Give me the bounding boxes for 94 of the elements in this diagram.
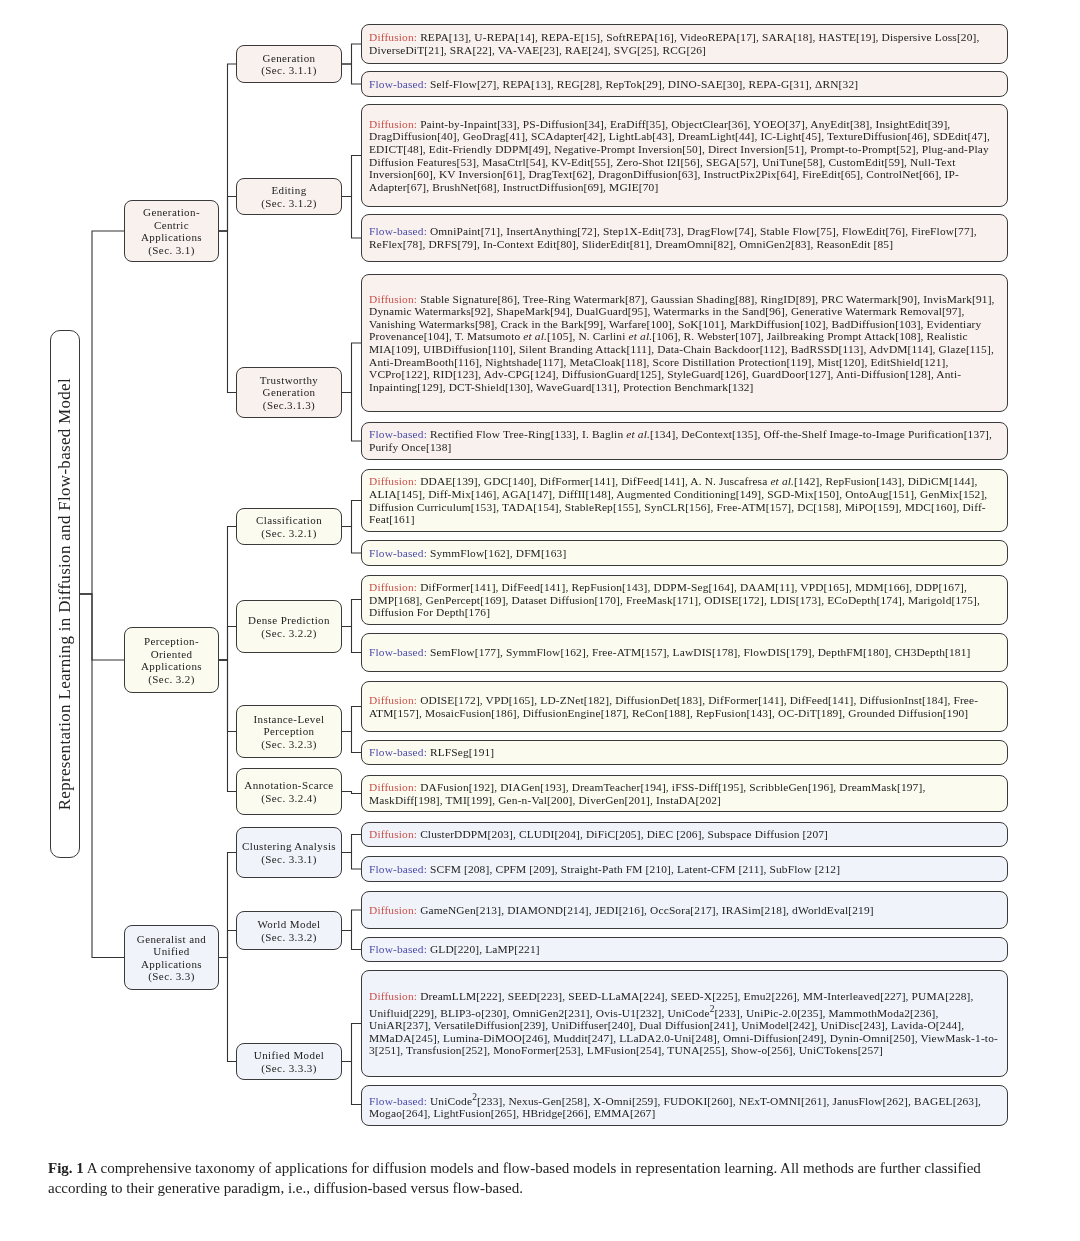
tree-connector — [341, 1060, 362, 1106]
method-list: Diffusion: REPA[13], U-REPA[14], REPA-E[15], SoftREPA[16], VideoREPA[17], SARA[18], HASTE[19], Dispersive Loss[20], DiverseDiT[21], SRA[22], VA-VAE[23], RAE[24], SVG[25], RCG[26] — [369, 31, 1000, 57]
tree-connector — [341, 851, 362, 870]
tree-connector — [218, 956, 237, 1063]
tree-connector — [341, 525, 362, 554]
method-list-box — [361, 469, 1008, 532]
method-list-box — [361, 633, 1008, 672]
subcategory-box — [236, 508, 342, 545]
section-number: (Sec. 3.1.2) — [261, 196, 317, 209]
tree-connector — [218, 230, 237, 394]
method-list-box — [361, 214, 1008, 262]
method-list: Diffusion: GameNGen[213], DIAMOND[214], JEDI[216], OccSora[217], IRASim[218], dWorldEval[219] — [369, 903, 874, 917]
method-list-box — [361, 71, 1008, 97]
method-list-box — [361, 775, 1008, 813]
section-number: (Sec. 3.1) — [148, 243, 195, 256]
method-list-box — [361, 822, 1008, 847]
category-name: Generation — [262, 51, 316, 64]
method-list: Diffusion: ODISE[172], VPD[165], LD-ZNet[182], DiffusionDet[183], DifFormer[141], DifFeed[141], DiffusionInst[184], Free-ATM[157], MosaicFusion[186], DiffusionEngine[187], ReCon[188], RepFusion[143], OC-DiT[189], Grounded Diffusion[190] — [369, 693, 1000, 720]
section-number: (Sec.3.1.3) — [262, 398, 316, 412]
subcategory-box — [236, 911, 342, 950]
tree-connector — [341, 63, 362, 85]
method-list: Diffusion: DAFusion[192], DIAGen[193], DreamTeacher[194], iFSS-Diff[195], ScribbleGen[196], DreamMask[197], MaskDiff[198], TMI[199], Gen-n-Val[200], DiverGen[201], InstaDA[202] — [369, 781, 1000, 807]
method-list-box — [361, 422, 1008, 460]
method-list-box — [361, 540, 1008, 566]
tree-connector — [341, 790, 362, 795]
method-list: Flow-based: RLFSeg[191] — [369, 746, 495, 759]
section-number: (Sec. 3.3) — [148, 970, 195, 983]
section-number: (Sec. 3.1.1) — [261, 64, 317, 77]
subcategory-box — [236, 600, 342, 653]
section-number: (Sec. 3.2.2) — [261, 626, 317, 639]
method-list-box — [361, 937, 1008, 962]
category-name: Editing — [271, 184, 307, 197]
category-name: Instance-Level Perception — [252, 712, 326, 738]
method-list: Diffusion: DifFormer[141], DifFeed[141], RepFusion[143], DDPM-Seg[164], DAAM[11], VPD[165], MDM[166], DDP[167], DMP[168], GenPercept[169], Dataset Diffusion[170], FreeMask[171], ODISE[172], LDIS[173], ECoDepth[174], Marigold[175], Diffusion For Depth[176] — [369, 581, 1000, 619]
category-name: Dense Prediction — [248, 614, 330, 627]
category-name: Generation-Centric Applications — [140, 206, 203, 244]
subcategory-box — [236, 768, 342, 815]
method-list-box — [361, 740, 1008, 765]
category-box — [124, 627, 219, 693]
method-list: Diffusion: Paint-by-Inpaint[33], PS-Diffusion[34], EraDiff[35], ObjectClear[36], YOEO[37], AnyEdit[38], InsightEdit[39], DragDiffusion[40], GeoDrag[41], SCAdapter[42], LightLab[43], DreamLight[44], IC-Light[45], TextureDiffusion[46], SDEdit[47], EDICT[48], Edit-Friendly DDPM[49], Negative-Prompt Inversion[50], Direct Inversion[51], Prompt-to-Prompt[52], Plug-and-Play Diffusion Features[53], MasaCtrl[54], KV-Edit[55], Zero-Shot I2I[56], SEGA[57], UniTune[58], CustomEdit[59], Null-Text Inversion[60], KV Inversion[61], DragText[62], DragonDiffusion[63], InstructPix2Pix[64], FireEdit[65], ControlNet[66], IP-Adapter[67], BrushNet[68], InstructDiffusion[69], MGIE[70] — [369, 117, 1000, 194]
section-number: (Sec. 3.2) — [148, 672, 195, 685]
subcategory-box — [236, 178, 342, 215]
method-list: Flow-based: SemFlow[177], SymmFlow[162], Free-ATM[157], LawDIS[178], FlowDIS[179], DepthFM[180], CH3Depth[181] — [369, 646, 971, 659]
method-list: Flow-based: GLD[220], LaMP[221] — [369, 943, 540, 956]
category-name: Trustworthy Generation — [258, 373, 320, 399]
method-list-box — [361, 104, 1008, 207]
method-list: Diffusion: DreamLLM[222], SEED[223], SEED-LLaMA[224], SEED-X[225], Emu2[226], MM-Interleaved[227], PUMA[228], Unifluid[229], BLIP3-o[230], OmniGen2[231], Ovis-U1[232], UniCode$^{2}$[233], UniPic-2.0[235], MammothModa2[236], UniAR[237], VersatileDiffusion[239], UniDiffuser[240], Dual Diffusion[241], UniModel[242], UniDisc[243], Lavida-O[244], MMaDA[245], Lumina-DiMOO[246], Muddit[247], LLaDA2.0-Uni[248], Omni-Diffusion[249], Dynin-Omni[250], ViewMask-1-to-3[251], Transfusion[252], MonoFormer[253], LMFusion[254], TUNA[255], Show-o[256], UniCTokens[257] — [369, 990, 1000, 1057]
category-name: Annotation-Scarce — [244, 779, 334, 792]
method-list-box — [361, 970, 1008, 1077]
method-list: Flow-based: SCFM [208], CPFM [209], Straight-Path FM [210], Latent-CFM [211], SubFlow [212] — [369, 862, 841, 876]
subcategory-box — [236, 45, 342, 83]
method-list-box — [361, 681, 1008, 732]
method-list: Flow-based: Rectified Flow Tree-Ring[133], I. Baglin et al.[134], DeContext[135], Off-the-Shelf Image-to-Image Purification[137], Purify Once[138] — [369, 428, 1000, 454]
method-list: Flow-based: OmniPaint[71], InsertAnything[72], Step1X-Edit[73], DragFlow[74], Stable Flow[75], FlowEdit[76], FireFlow[77], ReFlex[78], DRFS[79], In-Context Edit[80], SliderEdit[81], DreamOmni[82], OmniGen2[83], ReasonEdit [85] — [369, 225, 1000, 251]
method-list-box — [361, 575, 1008, 625]
category-box — [124, 925, 219, 990]
section-number: (Sec. 3.2.1) — [261, 526, 317, 539]
section-number: (Sec. 3.3.2) — [261, 930, 317, 943]
tree-connector — [341, 195, 362, 239]
method-list: Flow-based: UniCode$^{2}$[233], Nexus-Gen[258], X-Omni[259], FUDOKI[260], NExT-OMNI[261], JanusFlow[262], BAGEL[263], Mogao[264], LightFusion[265], HBridge[266], EMMA[267] — [369, 1091, 1000, 1120]
tree-connector — [79, 593, 125, 959]
category-name: Clustering Analysis — [241, 840, 337, 853]
section-number: (Sec. 3.3.1) — [261, 852, 317, 865]
category-name: Perception-Oriented Applications — [140, 635, 203, 673]
category-name: Unified Model — [253, 1049, 325, 1062]
subcategory-box — [236, 367, 342, 418]
section-number: (Sec. 3.3.3) — [261, 1061, 317, 1074]
tree-connector — [218, 659, 237, 793]
method-list-box — [361, 24, 1008, 64]
method-list-box — [361, 891, 1008, 929]
tree-connector — [341, 391, 362, 442]
category-name: Classification — [255, 514, 323, 527]
tree-connector — [341, 929, 362, 951]
section-number: (Sec. 3.2.3) — [261, 737, 317, 751]
method-list-box — [361, 274, 1008, 412]
method-list: Flow-based: SymmFlow[162], DFM[163] — [369, 546, 567, 560]
figure-caption: Fig. 1 A comprehensive taxonomy of applications for diffusion models and flow-based models in representation learning. All methods are further classified according to their generative paradigm, i.e., diffusion-based versus flow-based. — [48, 1159, 982, 1198]
method-list-box — [361, 1085, 1008, 1126]
tree-connector — [341, 625, 362, 654]
method-list: Diffusion: ClusterDDPM[203], CLUDI[204], DiFiC[205], DiEC [206], Subspace Diffusion [207] — [369, 828, 829, 841]
section-number: (Sec. 3.2.4) — [261, 791, 317, 804]
category-name: Generalist and Unified Applications — [135, 932, 208, 970]
method-list-box — [361, 856, 1008, 882]
method-list: Flow-based: Self-Flow[27], REPA[13], REG[28], RepTok[29], DINO-SAE[30], REPA-G[31], ΔRN[32] — [369, 77, 859, 91]
category-name: World Model — [257, 918, 321, 931]
root-title: Representation Learning in Diffusion and Flow-based Model — [55, 377, 75, 811]
method-list: Diffusion: DDAE[139], GDC[140], DifFormer[141], DifFeed[141], A. N. Juscafresa et al.[142], RepFusion[143], DiDiCM[144], ALIA[145], Diff-Mix[146], AGA[147], DiffII[148], Augmented Conditioning[149], SGD-Mix[150], OntoAug[151], GenMix[152], Diffusion Curriculum[153], TADA[154], StableRep[155], SynCLR[156], Free-ATM[157], DC[158], MiPO[159], MDC[160], Diff-Feat[161] — [369, 475, 1000, 526]
subcategory-box — [236, 827, 342, 878]
subcategory-box — [236, 1043, 342, 1080]
method-list: Diffusion: Stable Signature[86], Tree-Ring Watermark[87], Gaussian Shading[88], RingID[89], PRC Watermark[90], InvisMark[91], Dynamic Watermarks[92], ShapeMark[94], DualGuard[95], Watermarks in the Sand[96], Generative Watermark Removal[97], Vanishing Watermarks[98], Crack in the Bark[99], Warfare[100], SoK[101], MarkDiffusion[102], BadDiffusion[103], Evidentiary Provenance[104], T. Matsumoto et al.[105], N. Carlini et al.[106], R. Webster[107], Jailbreaking Prompt Attack[108], Realistic MIA[109], UIBDiffusion[110], Silent Branding Attack[111], Data-Chain Backdoor[112], BadRSSD[113], AdvDM[114], Glaze[115], Anti-DreamBooth[116], Nightshade[117], MetaCloak[118], Score Distillation Protection[119], Mist[120], EditShield[121], VCPro[122], RID[123], Adv-CPG[124], DiffusionGuard[125], StyleGuard[126], GuardDoor[127], Anti-Diffusion[128], Anti-Inpainting[129], DCT-Shield[130], WaveGuard[131], Protection Benchmark[132] — [369, 292, 1000, 394]
tree-connector — [341, 730, 362, 754]
category-box — [124, 200, 219, 262]
root-box — [50, 330, 80, 858]
subcategory-box — [236, 705, 342, 758]
